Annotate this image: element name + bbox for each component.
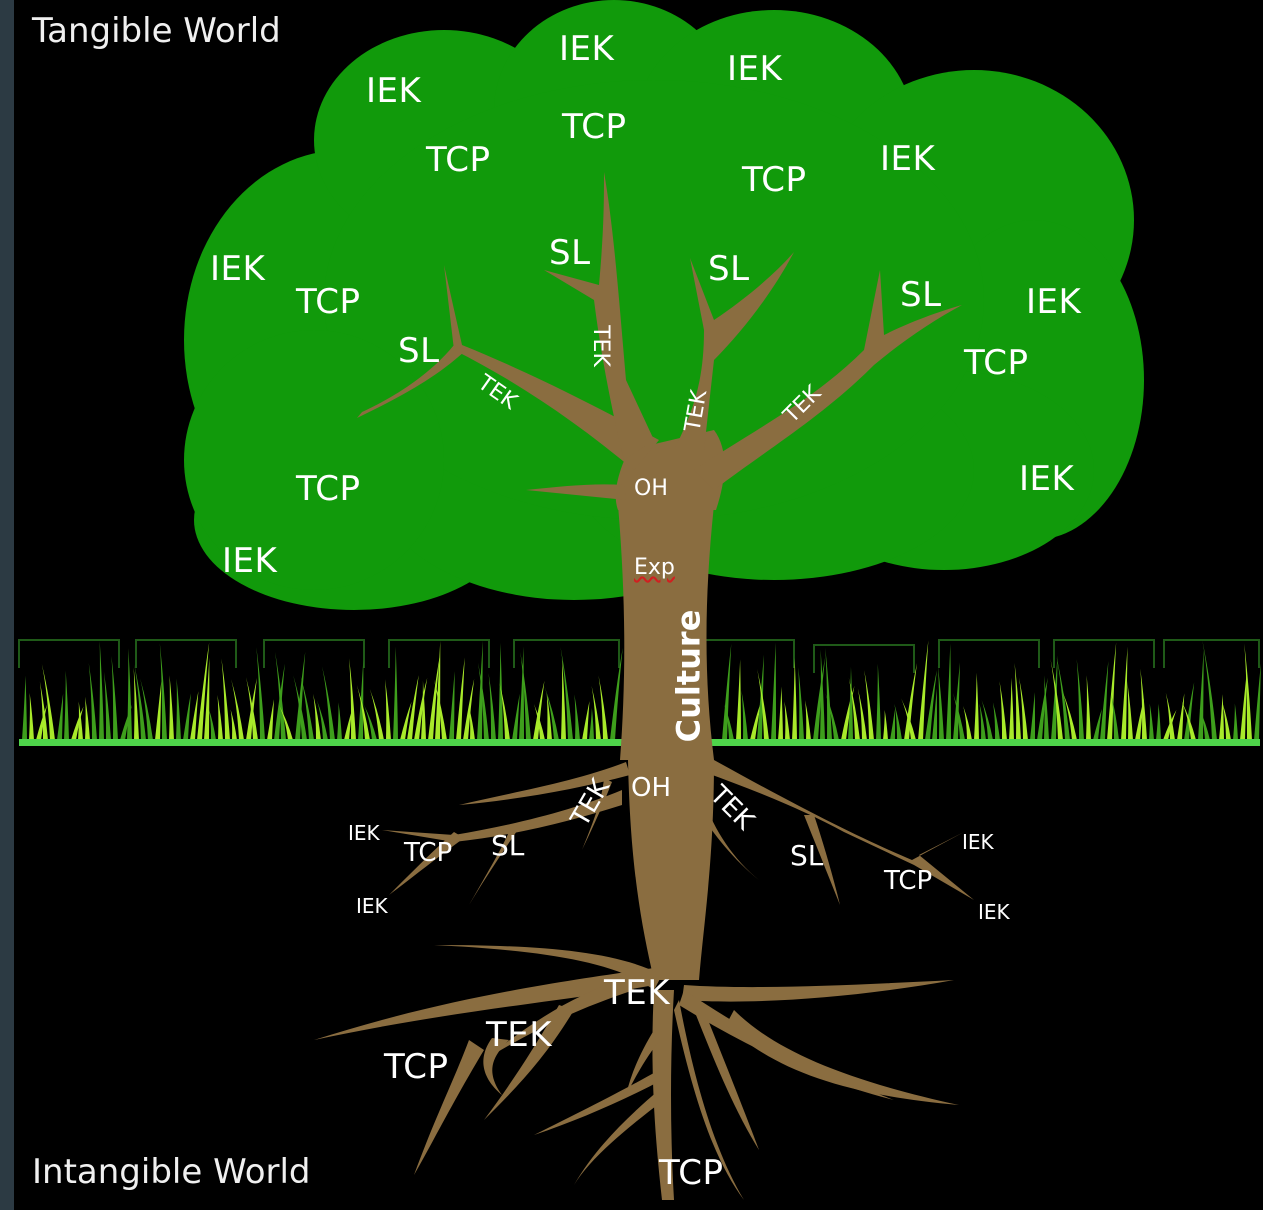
tree-illustration: [14, 0, 1263, 1210]
canopy-sl-label: SL: [549, 236, 591, 270]
culture-trunk-label: Culture: [672, 610, 704, 743]
canopy-sl-label: SL: [708, 252, 750, 286]
canopy-tcp-label: TCP: [742, 163, 807, 197]
root-iek-label: IEK: [962, 832, 994, 852]
root-iek-label: IEK: [348, 823, 380, 843]
canopy-tcp-label: TCP: [964, 346, 1029, 380]
root-tcp-label: TCP: [404, 840, 452, 866]
canopy-iek-label: IEK: [222, 544, 277, 578]
canopy-iek-label: IEK: [1019, 462, 1074, 496]
diagram-canvas: Tangible World Intangible World Culture …: [14, 0, 1263, 1210]
exp-label: Exp: [634, 557, 675, 579]
canopy-tcp-label: TCP: [296, 285, 361, 319]
deep-root-tcp-label: TCP: [659, 1156, 724, 1190]
canopy-iek-label: IEK: [210, 252, 265, 286]
root-iek-label: IEK: [356, 896, 388, 916]
deep-root-tcp-label: TCP: [384, 1050, 449, 1084]
canopy-iek-label: IEK: [1026, 285, 1081, 319]
canopy-iek-label: IEK: [559, 32, 614, 66]
canopy-iek-label: IEK: [727, 52, 782, 86]
tangible-world-title: Tangible World: [32, 14, 281, 48]
canopy-oh-label: OH: [634, 478, 668, 500]
canopy-iek-label: IEK: [880, 142, 935, 176]
canopy-tcp-label: TCP: [426, 143, 491, 177]
intangible-world-title: Intangible World: [32, 1155, 311, 1189]
deep-root-tek-label: TEK: [486, 1018, 552, 1052]
canopy-tcp-label: TCP: [562, 110, 627, 144]
root-tcp-label: TCP: [884, 868, 932, 894]
deep-root-tek-label: TEK: [604, 976, 670, 1010]
canopy-tcp-label: TCP: [296, 472, 361, 506]
root-sl-label: SL: [790, 842, 823, 870]
root-oh-label: OH: [631, 775, 671, 801]
root-iek-label: IEK: [978, 902, 1010, 922]
canopy-sl-label: SL: [900, 278, 942, 312]
root-sl-label: SL: [491, 832, 524, 860]
branch-tek-label: TEK: [589, 325, 611, 367]
canopy-sl-label: SL: [398, 334, 440, 368]
canopy-iek-label: IEK: [366, 74, 421, 108]
